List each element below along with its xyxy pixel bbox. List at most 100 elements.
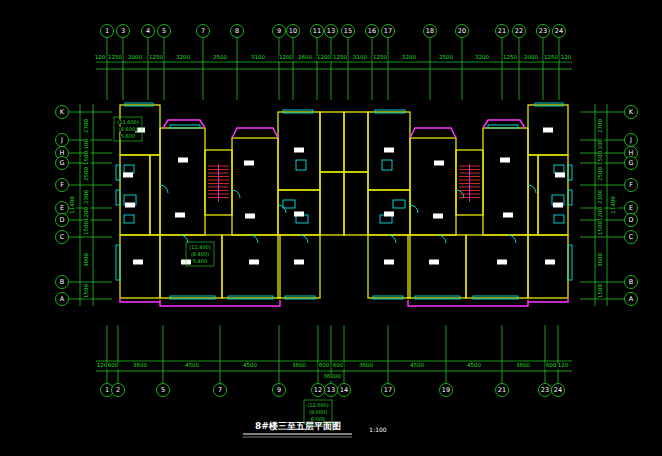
axis-number: A — [59, 296, 64, 303]
dimension: 1500 — [598, 284, 604, 299]
axis-number: 5 — [160, 387, 165, 394]
scale: 1:100 — [369, 427, 387, 433]
dimension: 120 — [557, 363, 569, 369]
elevation-boxes — [114, 117, 332, 424]
axis-number: 22 — [514, 28, 523, 35]
elevation-mark: 5.600 — [120, 134, 135, 139]
dimension: 600 — [545, 363, 557, 369]
dimension: 3600 — [133, 363, 148, 369]
dimension: 120 — [560, 55, 572, 61]
axis-number: 7 — [217, 387, 222, 394]
dimension: 3600 — [292, 363, 307, 369]
axis-number: C — [59, 234, 65, 241]
dimension: 1250 — [373, 55, 388, 61]
axis-number: D — [59, 217, 65, 224]
axis-number: B — [59, 279, 64, 286]
dimension: 3600 — [84, 253, 90, 268]
axis-number: 21 — [497, 28, 506, 35]
balconies — [120, 120, 568, 306]
elevation-mark: (8.600) — [118, 127, 137, 132]
drawing-title: 8#楼三至五层平面图 — [255, 422, 341, 431]
elevation-mark: (11.400) — [189, 245, 211, 250]
dimension: 3600 — [598, 253, 604, 268]
dimension: 3200 — [176, 55, 191, 61]
axis-number: 24 — [553, 387, 562, 394]
axis-number: B — [628, 279, 633, 286]
dimension: 4500 — [410, 363, 425, 369]
dimension: 600 — [107, 363, 119, 369]
axis-number: 8 — [234, 28, 239, 35]
axis-number: 11 — [312, 28, 321, 35]
dimension: 120 — [94, 55, 106, 61]
axis-number: G — [628, 160, 634, 167]
dimension: 2500 — [213, 55, 228, 61]
axis-number: 9 — [276, 28, 281, 35]
axis-number: 1 — [104, 28, 109, 35]
axis-number: 2 — [115, 387, 120, 394]
axis-number: D — [628, 217, 634, 224]
axis-number: 10 — [288, 28, 297, 35]
axis-number: K — [628, 109, 633, 116]
dimension: 1250 — [333, 55, 348, 61]
dimension: 4500 — [185, 363, 200, 369]
dimension: 1250 — [108, 55, 123, 61]
axis-number: 17 — [383, 28, 392, 35]
title-underline — [243, 437, 352, 438]
dimension: 2700 — [84, 119, 90, 134]
elevation-mark: 5.400 — [192, 259, 207, 264]
dimension: 1250 — [149, 55, 164, 61]
axis-number: 24 — [554, 28, 563, 35]
title-underline — [243, 433, 352, 434]
dimension: 2300 — [598, 190, 604, 205]
axis-number: 12 — [313, 387, 322, 394]
dimension: 120 — [96, 363, 108, 369]
dimension: 1250 — [503, 55, 518, 61]
axis-bubbles — [56, 25, 638, 397]
dimension: 2500 — [84, 167, 90, 182]
dimension: 1250 — [544, 55, 559, 61]
elevation-mark: (12.000) — [307, 403, 329, 408]
elevation-mark: (8.400) — [190, 252, 209, 257]
axis-number: 4 — [145, 28, 150, 35]
dimension: 2300 — [84, 190, 90, 205]
axis-number: 13 — [326, 387, 335, 394]
dimension: 1500 — [598, 221, 604, 236]
dimension: 11400 — [70, 196, 76, 215]
windows — [116, 103, 572, 299]
dimension: 1500 — [84, 151, 90, 166]
dimension: 2600 — [298, 55, 313, 61]
axis-number: 1 — [104, 387, 109, 394]
axis-number: 3 — [120, 28, 125, 35]
dimension: 2000 — [524, 55, 539, 61]
dimension: 1200 — [279, 55, 294, 61]
axis-number: H — [59, 150, 65, 157]
dimension: 4500 — [467, 363, 482, 369]
dimension: 1500 — [84, 284, 90, 299]
dimension: 36000 — [323, 374, 342, 380]
dimension: 1200 — [84, 207, 90, 222]
dimension: 1200 — [317, 55, 332, 61]
dimension: 600 — [332, 363, 344, 369]
elevation-mark: (9.000) — [308, 410, 327, 415]
axis-number: 19 — [441, 387, 450, 394]
axis-number: J — [630, 137, 633, 144]
dimension: 1500 — [598, 151, 604, 166]
axis-number: 14 — [339, 387, 348, 394]
axis-number: 20 — [457, 28, 466, 35]
axis-number: 23 — [538, 28, 547, 35]
axis-number: 9 — [276, 387, 281, 394]
dimension: 4500 — [243, 363, 258, 369]
axis-number: 15 — [343, 28, 352, 35]
dimension: 3600 — [516, 363, 531, 369]
axis-number: 23 — [540, 387, 549, 394]
dimension: 3600 — [359, 363, 374, 369]
dimension: 3200 — [475, 55, 490, 61]
axis-number: F — [60, 182, 65, 189]
axis-number: F — [629, 182, 634, 189]
dimension: 3100 — [353, 55, 368, 61]
axis-number: A — [628, 296, 633, 303]
dimension: 1200 — [598, 207, 604, 222]
axis-grid — [69, 38, 624, 383]
axis-number: 7 — [200, 28, 205, 35]
